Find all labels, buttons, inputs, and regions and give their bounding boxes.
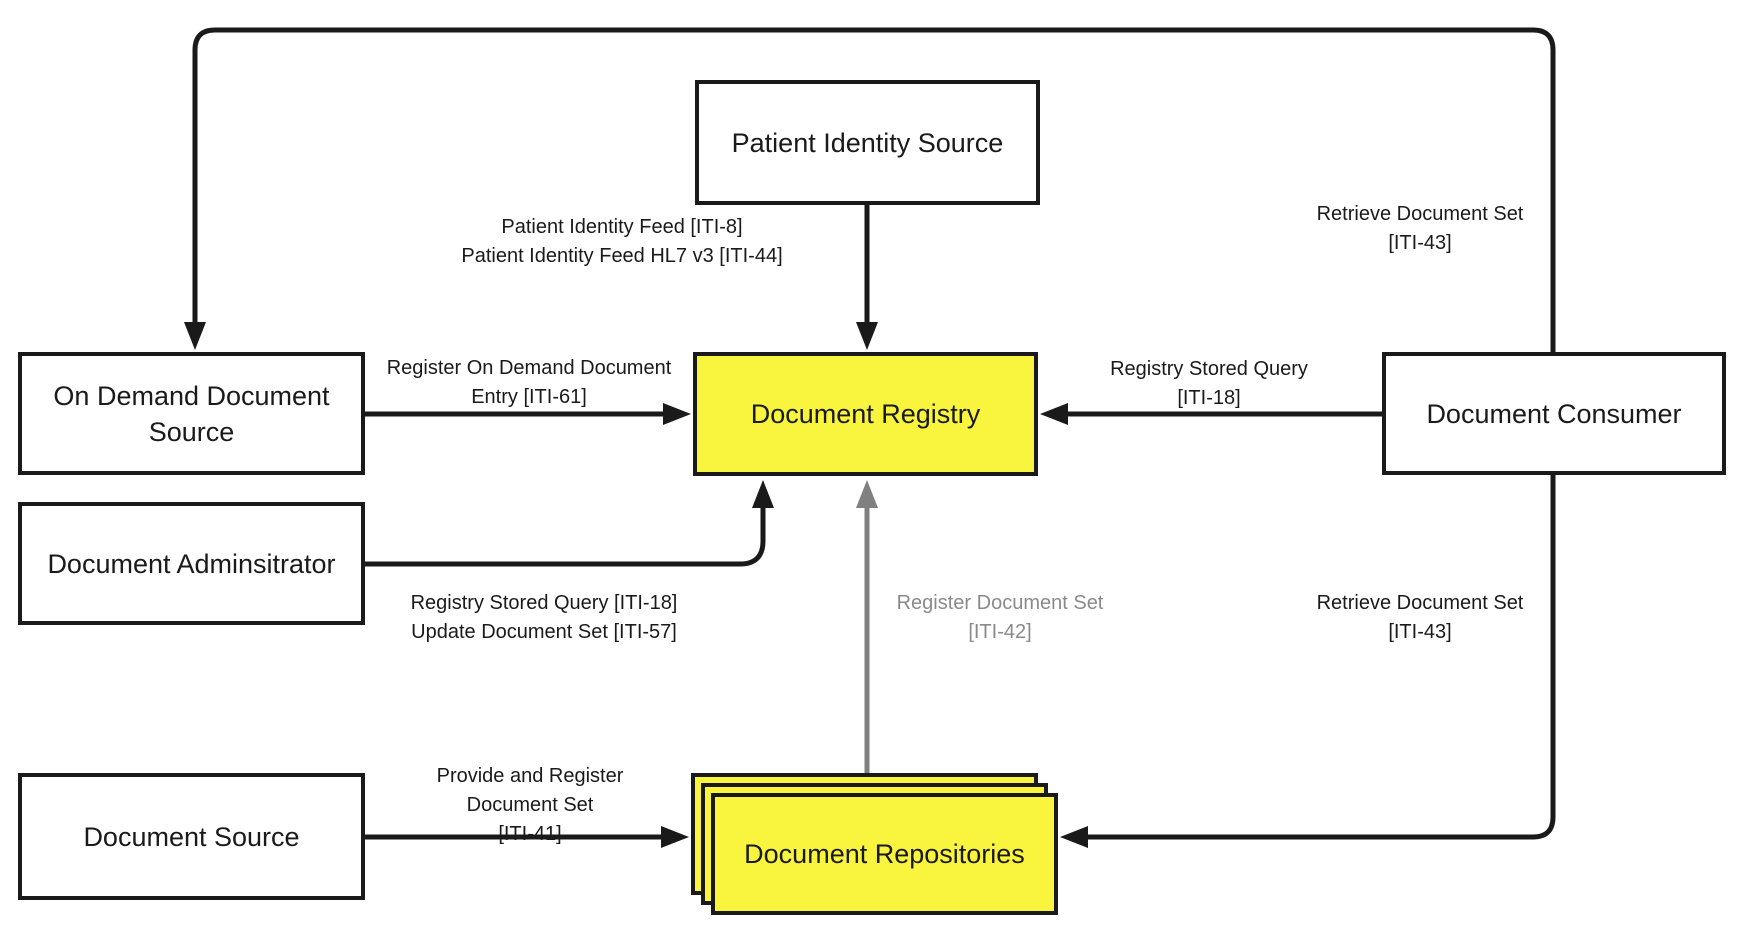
edge-label-retrieve-document-set-bottom: Retrieve Document Set [ITI-43] [1316, 592, 1524, 643]
edge-label-register-on-demand: Register On Demand Document Entry [ITI-6… [386, 357, 672, 408]
node-document-administrator: Document Adminsitrator [18, 502, 365, 625]
edge-label-admin-update: Registry Stored Query [ITI-18] Update Do… [410, 592, 678, 643]
node-patient-identity-source: Patient Identity Source [695, 80, 1040, 205]
edge-label-register-document-set: Register Document Set [ITI-42] [896, 592, 1104, 643]
arrowhead-provide-and-register [661, 826, 689, 848]
edge-label-registry-stored-query: Registry Stored Query [ITI-18] [1110, 358, 1308, 409]
edge-label-provide-and-register: Provide and Register Document Set [ITI-4… [436, 765, 624, 845]
repository-card-front: Document Repositories [711, 793, 1058, 915]
arrowhead-retrieve-document-set-top [184, 322, 206, 350]
node-document-source: Document Source [18, 773, 365, 900]
arrowhead-register-document-set [856, 480, 878, 508]
arrowhead-patient-identity-feed [856, 322, 878, 350]
arrowhead-register-on-demand [663, 403, 691, 425]
edge-admin-update [365, 504, 766, 567]
arrowhead-registry-stored-query [1040, 403, 1068, 425]
edge-retrieve-document-set-top [192, 27, 1556, 352]
node-document-consumer: Document Consumer [1382, 352, 1726, 475]
edge-label-patient-identity-feed: Patient Identity Feed [ITI-8] Patient Id… [461, 216, 783, 267]
edge-retrieve-document-set-bottom [1084, 475, 1556, 840]
arrowhead-retrieve-document-set-bottom [1060, 826, 1088, 848]
node-on-demand-document-source: On Demand Document Source [18, 352, 365, 475]
arrowhead-admin-update [752, 480, 774, 508]
node-document-registry: Document Registry [693, 352, 1038, 476]
node-document-repositories: Document Repositories [691, 773, 1066, 923]
edge-label-retrieve-document-set-top: Retrieve Document Set [ITI-43] [1316, 203, 1524, 254]
